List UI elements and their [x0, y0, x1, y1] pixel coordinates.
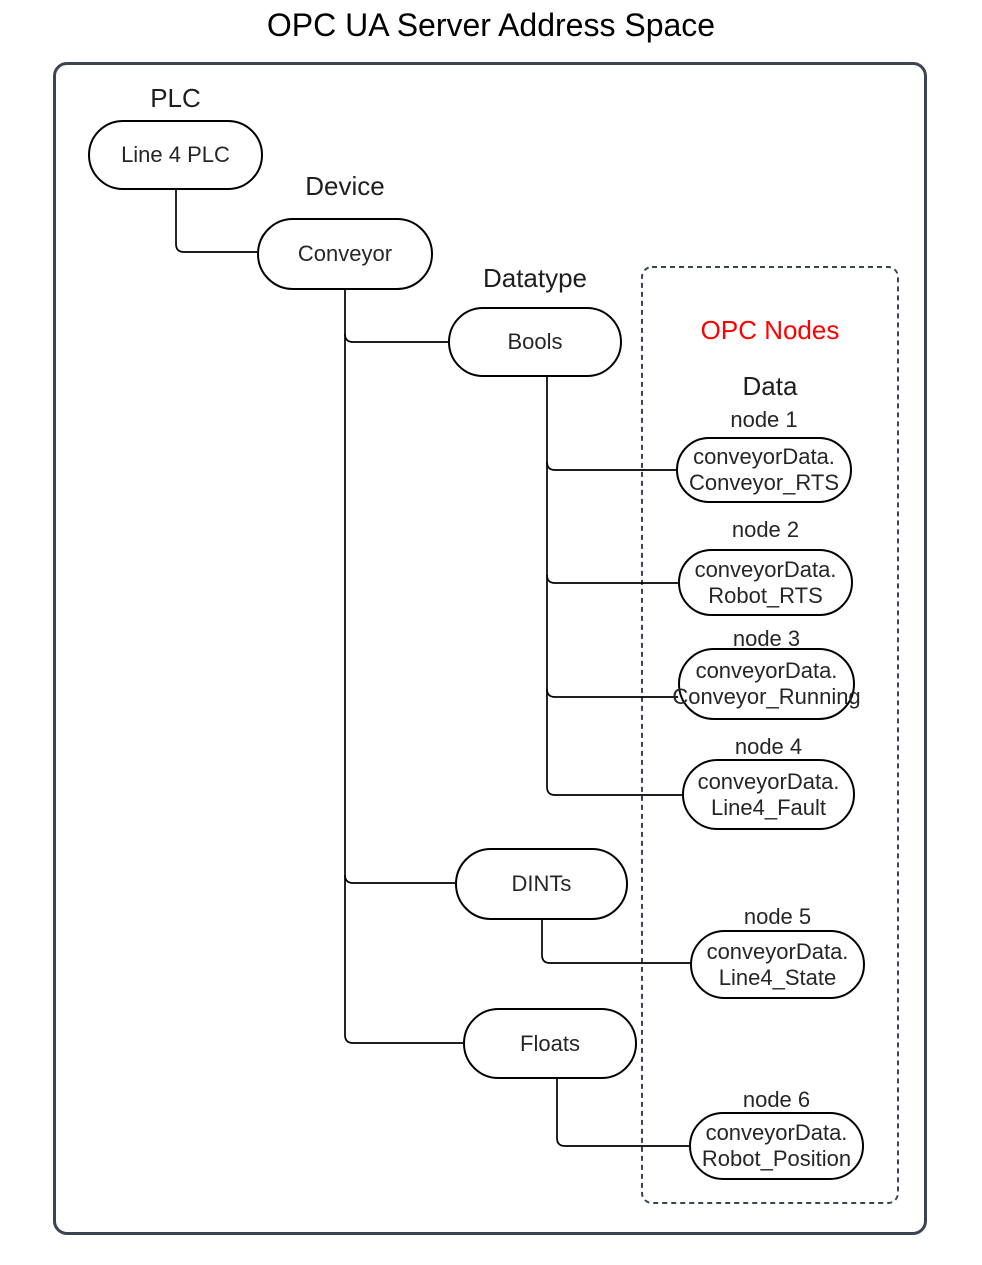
plc-shape[interactable]: Line 4 PLC — [88, 120, 263, 190]
node-1-line1: conveyorData. — [693, 444, 835, 469]
bools-shape-label: Bools — [507, 329, 563, 354]
edge-conveyor-bools — [344, 333, 448, 343]
edge-bools-node2 — [546, 574, 678, 584]
node-5-label: node 5 — [743, 904, 812, 929]
edge-conveyor-dints — [344, 874, 455, 884]
edge-bools-trunk-node4 — [546, 377, 682, 796]
edge-plc-conveyor — [175, 190, 257, 253]
datatype-floats-shape[interactable]: Floats — [463, 1008, 637, 1079]
data-group-label: Data — [742, 371, 798, 401]
opc-nodes-dashed-border — [641, 266, 899, 1204]
floats-shape-label: Floats — [520, 1030, 580, 1056]
node-5-shape[interactable]: conveyorData. Line4_State — [690, 930, 865, 999]
datatype-bools-shape[interactable]: Bools — [448, 307, 622, 377]
opc-nodes-group-label: OPC Nodes — [700, 315, 840, 345]
datatype-dints-shape[interactable]: DINTs — [455, 848, 628, 920]
node-2-shape[interactable]: conveyorData. Robot_RTS — [678, 549, 853, 616]
edge-bools-node3 — [546, 688, 678, 698]
node-1-label: node 1 — [730, 407, 798, 432]
edge-floats-node6 — [556, 1079, 689, 1147]
node-6-line1: conveyorData. — [705, 1120, 848, 1145]
node-1-shape[interactable]: conveyorData. Conveyor_RTS — [676, 437, 852, 503]
node-1-line2: Conveyor_RTS — [689, 470, 839, 495]
edge-conveyor-trunk-floats — [344, 290, 463, 1044]
node-4-label: node 4 — [734, 734, 803, 759]
address-space-border — [53, 62, 927, 1235]
node-2-line1: conveyorData. — [694, 556, 837, 582]
node-6-label: node 6 — [742, 1087, 811, 1112]
node-3-line1: conveyorData. — [695, 658, 838, 683]
plc-group-label: PLC — [150, 83, 201, 113]
plc-shape-label: Line 4 PLC — [121, 142, 230, 167]
node-6-line2: Robot_Position — [701, 1146, 852, 1171]
edge-dints-node5 — [541, 920, 690, 964]
node-3-label: node 3 — [732, 626, 801, 651]
node-4-shape[interactable]: conveyorData. Line4_Fault — [682, 759, 855, 830]
device-shape-label: Conveyor — [297, 241, 393, 266]
node-4-line2: Line4_Fault — [711, 794, 826, 820]
node-2-line2: Robot_RTS — [708, 582, 823, 608]
node-4-line1: conveyorData. — [697, 768, 840, 794]
node-3-shape[interactable]: conveyorData. Conveyor_Running — [672, 648, 861, 720]
node-3-line2: Conveyor_Running — [672, 684, 861, 709]
node-2-label: node 2 — [731, 517, 800, 542]
device-group-label: Device — [305, 171, 385, 201]
dints-shape-label: DINTs — [511, 871, 572, 896]
datatype-group-label: Datatype — [482, 263, 588, 293]
diagram-title: OPC UA Server Address Space — [266, 7, 716, 43]
node-6-shape[interactable]: conveyorData. Robot_Position — [689, 1112, 864, 1180]
node-5-line1: conveyorData. — [706, 938, 849, 964]
device-conveyor-shape[interactable]: Conveyor — [257, 218, 433, 290]
node-5-line2: Line4_State — [718, 964, 837, 990]
edge-bools-node1 — [546, 461, 676, 471]
